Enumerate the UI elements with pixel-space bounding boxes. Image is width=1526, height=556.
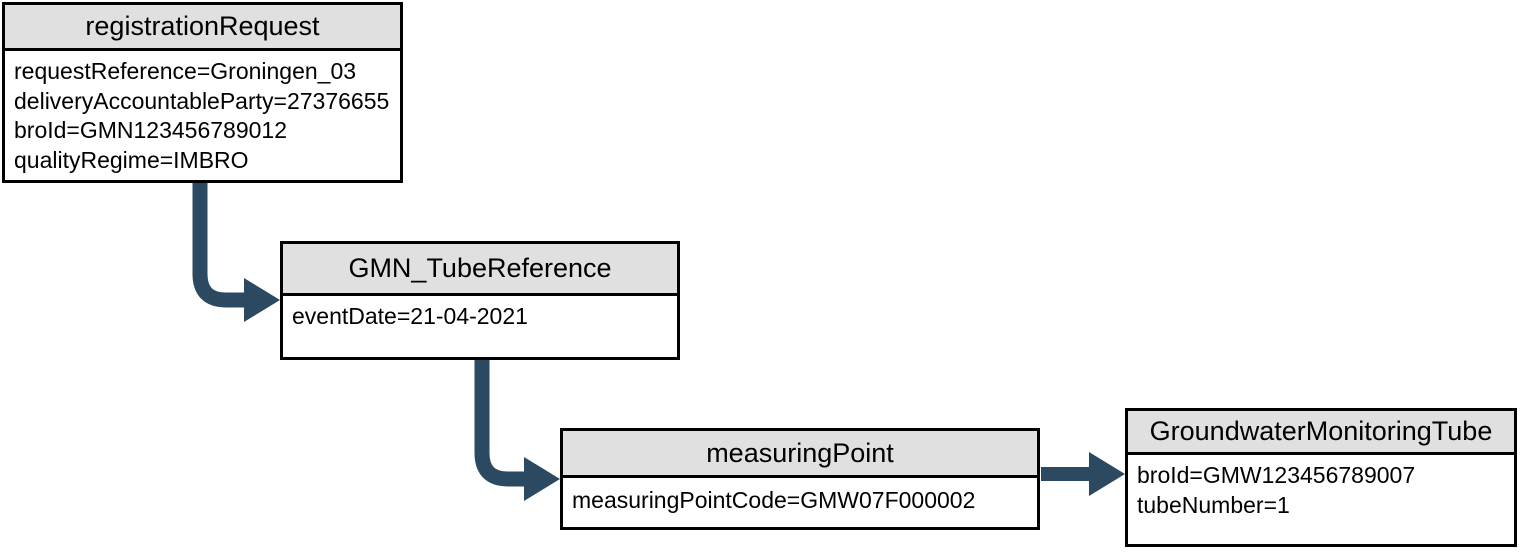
attribute-line: requestReference=Groningen_03 xyxy=(14,58,357,84)
arrowhead-icon xyxy=(244,278,280,322)
attribute-line: broId=GMN123456789012 xyxy=(14,117,288,143)
attribute-line: tubeNumber=1 xyxy=(1137,491,1290,518)
node-attributes: eventDate=21-04-2021 xyxy=(283,296,677,357)
node-title: GroundwaterMonitoringTube xyxy=(1128,411,1514,455)
attribute-line: deliveryAccountableParty=27376655 xyxy=(14,87,390,114)
connector-registrationRequest-to-GMN_TubeReference xyxy=(192,183,280,322)
attribute-line: measuringPointCode=GMW07F000002 xyxy=(572,487,976,513)
node-attributes: broId=GMW123456789007 tubeNumber=1 xyxy=(1128,455,1514,544)
arrowhead-icon xyxy=(1089,452,1125,496)
connector-measuringPoint-to-GroundwaterMonitoringTube xyxy=(1041,452,1125,496)
node-attributes: requestReference=Groningen_03 deliveryAc… xyxy=(5,51,400,180)
attribute-line: eventDate=21-04-2021 xyxy=(292,303,528,329)
node-gmn-tube-reference: GMN_TubeReference eventDate=21-04-2021 xyxy=(280,241,680,360)
arrowhead-icon xyxy=(524,457,560,501)
node-groundwater-monitoring-tube: GroundwaterMonitoringTube broId=GMW12345… xyxy=(1125,408,1517,547)
connector-GMN_TubeReference-to-measuringPoint xyxy=(474,360,560,501)
node-title: measuringPoint xyxy=(563,431,1037,478)
node-attributes: measuringPointCode=GMW07F000002 xyxy=(563,478,1037,527)
node-registration-request: registrationRequest requestReference=Gro… xyxy=(2,2,403,183)
node-title: registrationRequest xyxy=(5,5,400,51)
node-title: GMN_TubeReference xyxy=(283,244,677,296)
attribute-line: broId=GMW123456789007 xyxy=(1137,462,1416,488)
node-measuring-point: measuringPoint measuringPointCode=GMW07F… xyxy=(560,428,1040,530)
attribute-line: qualityRegime=IMBRO xyxy=(14,146,249,173)
